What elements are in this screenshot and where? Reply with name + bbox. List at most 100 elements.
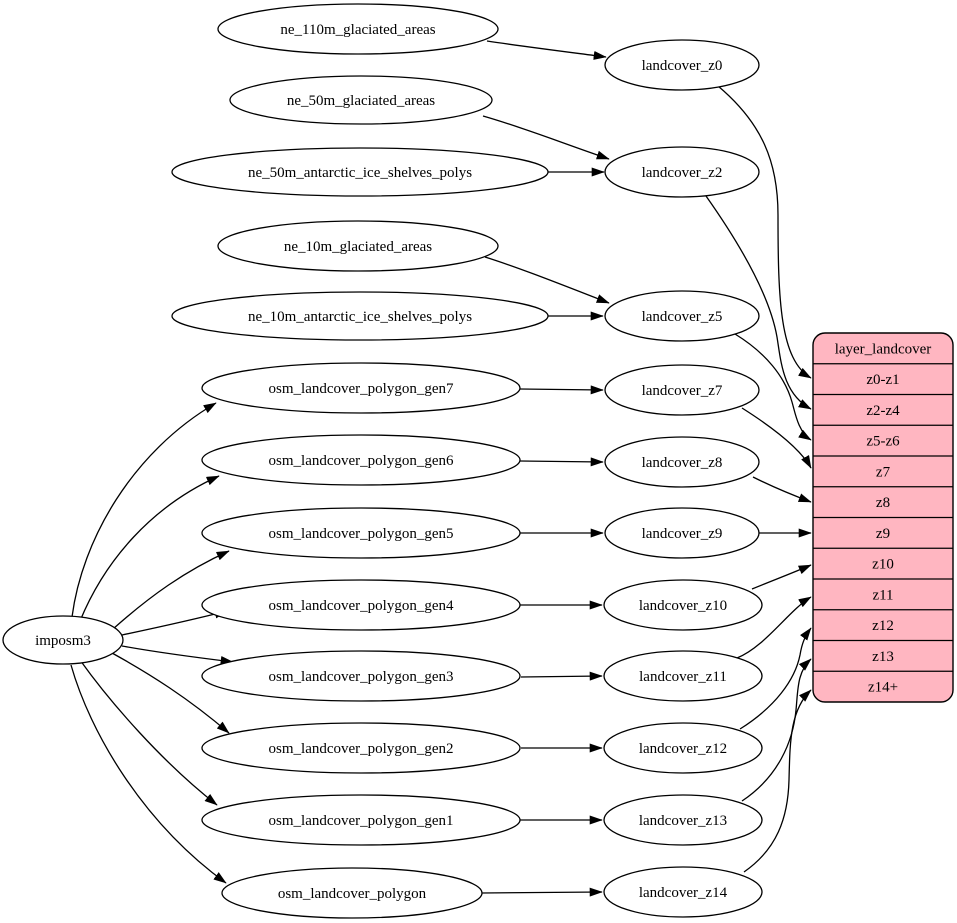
table-row-z2-z4: z2-z4 <box>866 403 900 419</box>
node-label-ne-10m-antarctic-ice-shelves-polys: ne_10m_antarctic_ice_shelves_polys <box>248 309 472 325</box>
table-row-z0-z1: z0-z1 <box>866 372 899 388</box>
node-label-osm-landcover-polygon-gen4: osm_landcover_polygon_gen4 <box>269 598 454 614</box>
edge-landcover-z14-to-layer-landcover-z14 <box>743 689 812 873</box>
edge-landcover-z8-to-layer-landcover-z8 <box>752 476 812 503</box>
edge-landcover-z0-to-layer-landcover-z0-z1 <box>717 85 812 379</box>
node-label-osm-landcover-polygon: osm_landcover_polygon <box>278 886 427 902</box>
table-row-z10: z10 <box>872 557 894 573</box>
edge-imposm3-to-osm-landcover-polygon-gen6 <box>79 475 220 622</box>
edge-landcover-z11-to-layer-landcover-z11 <box>736 596 812 659</box>
node-label-ne-50m-glaciated-areas: ne_50m_glaciated_areas <box>287 93 435 109</box>
edge-imposm3-to-osm-landcover-polygon-gen5 <box>112 550 230 630</box>
node-ne-10m-glaciated-areas: ne_10m_glaciated_areas <box>217 220 499 272</box>
node-label-osm-landcover-polygon-gen2: osm_landcover_polygon_gen2 <box>269 741 454 757</box>
node-ellipse-ne-50m-glaciated-areas <box>229 75 493 125</box>
node-label-landcover-z12: landcover_z12 <box>639 741 727 757</box>
node-label-landcover-z0: landcover_z0 <box>642 58 723 74</box>
node-landcover-z12: landcover_z12 <box>603 722 763 774</box>
node-ellipse-landcover-z10 <box>603 579 763 631</box>
node-ellipse-landcover-z0 <box>604 39 760 91</box>
node-ellipse-imposm3 <box>2 615 124 665</box>
edge-imposm3-to-osm-landcover-polygon-gen7 <box>71 402 217 618</box>
node-ellipse-osm-landcover-polygon-gen6 <box>201 434 521 486</box>
node-ellipse-landcover-z11 <box>603 650 763 702</box>
node-ellipse-landcover-z2 <box>604 146 760 198</box>
table-row-z8: z8 <box>876 495 890 511</box>
node-landcover-z0: landcover_z0 <box>604 39 760 91</box>
edge-landcover-z10-to-layer-landcover-z10 <box>751 564 812 590</box>
node-osm-landcover-polygon-gen1: osm_landcover_polygon_gen1 <box>201 794 521 846</box>
node-ne-50m-antarctic-ice-shelves-polys: ne_50m_antarctic_ice_shelves_polys <box>171 147 549 197</box>
node-label-osm-landcover-polygon-gen6: osm_landcover_polygon_gen6 <box>269 453 454 469</box>
node-osm-landcover-polygon-gen6: osm_landcover_polygon_gen6 <box>201 434 521 486</box>
edge-landcover-z5-to-layer-landcover-z5-z6 <box>734 333 812 441</box>
table-row-z13: z13 <box>872 649 894 665</box>
table-title: layer_landcover <box>835 341 932 357</box>
node-landcover-z2: landcover_z2 <box>604 146 760 198</box>
table-row-z5-z6: z5-z6 <box>866 434 900 450</box>
node-osm-landcover-polygon-gen3: osm_landcover_polygon_gen3 <box>201 650 521 702</box>
node-ellipse-landcover-z14 <box>603 866 763 918</box>
table-row-z11: z11 <box>872 587 893 603</box>
node-label-imposm3: imposm3 <box>35 633 91 649</box>
node-ellipse-osm-landcover-polygon <box>221 867 483 919</box>
node-ellipse-osm-landcover-polygon-gen4 <box>201 579 521 631</box>
node-label-landcover-z9: landcover_z9 <box>642 526 723 542</box>
table-layer-landcover: layer_landcoverz0-z1z2-z4z5-z6z7z8z9z10z… <box>812 332 954 703</box>
edge-imposm3-to-osm-landcover-polygon-gen1 <box>79 659 218 806</box>
node-landcover-z13: landcover_z13 <box>603 794 763 846</box>
node-label-landcover-z2: landcover_z2 <box>642 165 723 181</box>
node-label-landcover-z5: landcover_z5 <box>642 309 723 325</box>
edge-imposm3-to-osm-landcover-polygon-gen4 <box>121 609 228 636</box>
node-ellipse-ne-50m-antarctic-ice-shelves-polys <box>171 147 549 197</box>
node-label-ne-50m-antarctic-ice-shelves-polys: ne_50m_antarctic_ice_shelves_polys <box>248 165 472 181</box>
node-landcover-z10: landcover_z10 <box>603 579 763 631</box>
node-landcover-z9: landcover_z9 <box>604 507 760 559</box>
node-label-landcover-z8: landcover_z8 <box>642 455 723 471</box>
node-osm-landcover-polygon: osm_landcover_polygon <box>221 867 483 919</box>
node-ellipse-ne-10m-antarctic-ice-shelves-polys <box>171 291 549 341</box>
node-label-landcover-z10: landcover_z10 <box>639 598 727 614</box>
node-osm-landcover-polygon-gen5: osm_landcover_polygon_gen5 <box>201 507 521 559</box>
node-ne-50m-glaciated-areas: ne_50m_glaciated_areas <box>229 75 493 125</box>
node-imposm3: imposm3 <box>2 615 124 665</box>
edge-imposm3-to-osm-landcover-polygon-gen2 <box>111 652 230 734</box>
node-ne-110m-glaciated-areas: ne_110m_glaciated_areas <box>217 3 499 55</box>
node-label-osm-landcover-polygon-gen5: osm_landcover_polygon_gen5 <box>269 526 454 542</box>
edge-osm-landcover-polygon-gen7-to-landcover-z7 <box>519 385 604 395</box>
edge-osm-landcover-polygon-gen6-to-landcover-z8 <box>519 457 604 467</box>
edge-imposm3-to-osm-landcover-polygon-gen3 <box>121 645 234 665</box>
table-row-z9: z9 <box>876 526 890 542</box>
node-ellipse-osm-landcover-polygon-gen7 <box>201 362 521 414</box>
node-label-osm-landcover-polygon-gen3: osm_landcover_polygon_gen3 <box>269 669 454 685</box>
edge-ne-110m-glaciated-areas-to-landcover-z0 <box>486 40 607 60</box>
node-ellipse-osm-landcover-polygon-gen3 <box>201 650 521 702</box>
node-osm-landcover-polygon-gen2: osm_landcover_polygon_gen2 <box>201 722 521 774</box>
node-ellipse-landcover-z7 <box>604 364 760 416</box>
node-ellipse-ne-110m-glaciated-areas <box>217 3 499 55</box>
node-label-landcover-z13: landcover_z13 <box>639 813 727 829</box>
node-landcover-z14: landcover_z14 <box>603 866 763 918</box>
node-ellipse-landcover-z12 <box>603 722 763 774</box>
node-label-landcover-z7: landcover_z7 <box>642 383 723 399</box>
edge-osm-landcover-polygon-to-landcover-z14 <box>481 887 603 897</box>
table-row-z12: z12 <box>872 618 894 634</box>
node-ellipse-osm-landcover-polygon-gen2 <box>201 722 521 774</box>
node-ellipse-osm-landcover-polygon-gen5 <box>201 507 521 559</box>
node-ellipse-osm-landcover-polygon-gen1 <box>201 794 521 846</box>
node-label-ne-10m-glaciated-areas: ne_10m_glaciated_areas <box>284 239 432 255</box>
edge-landcover-z7-to-layer-landcover-z7 <box>741 407 812 469</box>
node-ellipse-ne-10m-glaciated-areas <box>217 220 499 272</box>
edge-ne-50m-glaciated-areas-to-landcover-z2 <box>482 115 610 160</box>
node-osm-landcover-polygon-gen4: osm_landcover_polygon_gen4 <box>201 579 521 631</box>
edge-imposm3-to-osm-landcover-polygon <box>70 664 227 884</box>
edge-landcover-z2-to-layer-landcover-z2-z4 <box>705 195 812 410</box>
node-ellipse-landcover-z13 <box>603 794 763 846</box>
node-label-landcover-z14: landcover_z14 <box>639 885 728 901</box>
node-ellipse-landcover-z8 <box>604 436 760 488</box>
node-label-osm-landcover-polygon-gen7: osm_landcover_polygon_gen7 <box>269 381 454 397</box>
node-landcover-z8: landcover_z8 <box>604 436 760 488</box>
edge-osm-landcover-polygon-gen3-to-landcover-z11 <box>520 671 603 681</box>
